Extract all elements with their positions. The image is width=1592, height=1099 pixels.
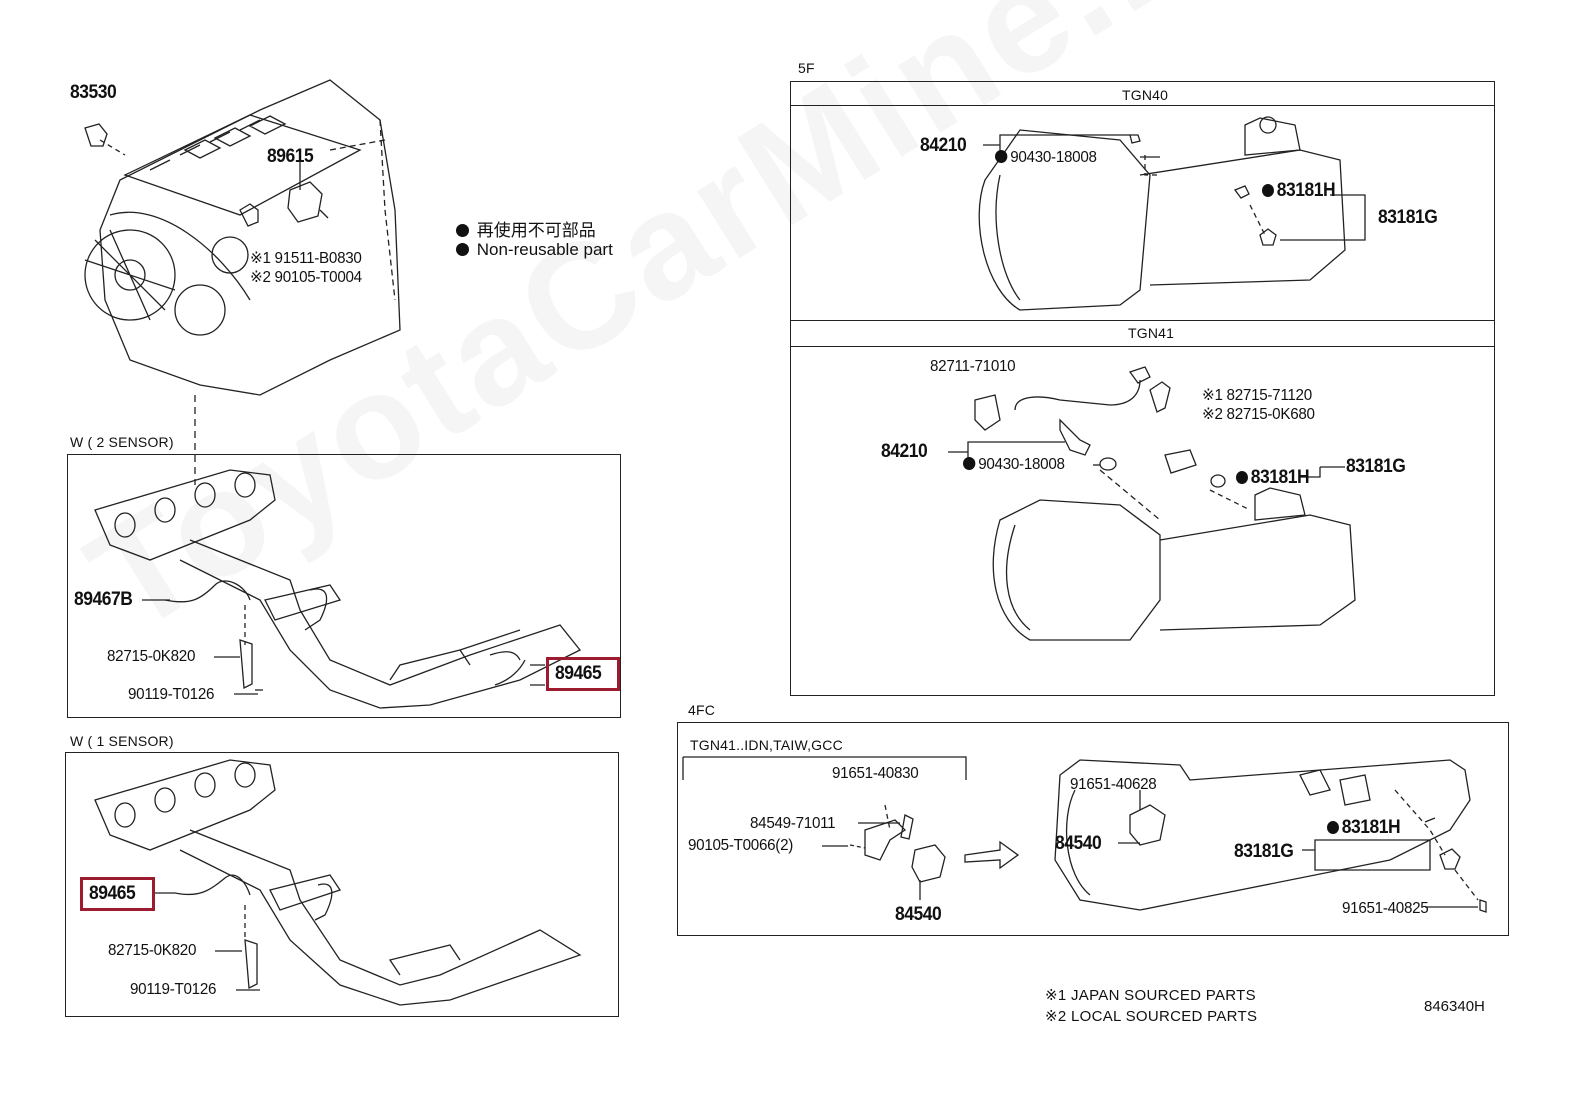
footnote-local-sourced: ※2 LOCAL SOURCED PARTS — [1045, 1008, 1258, 1025]
section-title-tgn40: TGN40 — [1122, 87, 1169, 103]
non-reusable-dot-icon — [995, 150, 1008, 163]
figure-id: 846340H — [1424, 998, 1485, 1015]
part-83181H-label: 83181H — [1341, 817, 1401, 838]
part-91651-40825[interactable]: 91651-40825 — [1342, 900, 1429, 917]
part-84549-71011[interactable]: 84549-71011 — [750, 815, 836, 832]
part-82715-0K680[interactable]: ※2 82715-0K680 — [1202, 406, 1315, 423]
tgn40-transmission-drawing — [978, 116, 1346, 311]
part-83181G[interactable]: 83181G — [1378, 207, 1438, 228]
part-82715-71120[interactable]: ※1 82715-71120 — [1202, 387, 1312, 404]
part-84540[interactable]: 84540 — [1055, 833, 1102, 854]
section-title-w1-sensor: W ( 1 SENSOR) — [70, 733, 174, 749]
w1-sensor-frame — [65, 752, 619, 1017]
part-90119-T0126[interactable]: 90119-T0126 — [130, 981, 217, 998]
part-90119-T0126[interactable]: 90119-T0126 — [128, 686, 215, 703]
section-subtitle-tgn41-idn: TGN41..IDN,TAIW,GCC — [690, 737, 843, 753]
w2-exhaust-drawing — [94, 469, 582, 709]
non-reusable-dot-icon — [456, 243, 469, 256]
5f-frame — [790, 81, 1495, 696]
section-title-tgn41: TGN41 — [1128, 325, 1175, 341]
part-83181H-label: 83181H — [1250, 467, 1310, 488]
part-83181H[interactable]: 83181H — [1262, 180, 1336, 202]
section-title-w2-sensor: W ( 2 SENSOR) — [70, 434, 174, 450]
part-90430-18008[interactable]: 90430-18008 — [995, 149, 1097, 167]
part-84540[interactable]: 84540 — [895, 904, 942, 925]
non-reusable-dot-icon — [456, 224, 469, 237]
section-title-4fc: 4FC — [688, 702, 716, 718]
legend-item-en: Non-reusable part — [456, 240, 613, 260]
section-title-5f: 5F — [798, 60, 815, 76]
non-reusable-dot-icon — [1236, 471, 1248, 484]
part-82715-0K820[interactable]: 82715-0K820 — [107, 648, 196, 665]
part-89465[interactable]: 89465 — [555, 663, 602, 684]
part-90105-T0004[interactable]: ※2 90105-T0004 — [250, 269, 362, 286]
part-89465[interactable]: 89465 — [89, 883, 136, 904]
part-89467B[interactable]: 89467B — [74, 589, 133, 610]
engine-drawing — [84, 79, 401, 485]
tgn40-header-line — [790, 81, 1495, 106]
w1-exhaust-drawing — [94, 759, 582, 1006]
part-82711-71010[interactable]: 82711-71010 — [930, 358, 1016, 375]
part-83181G[interactable]: 83181G — [1234, 841, 1294, 862]
part-83181H[interactable]: 83181H — [1327, 817, 1401, 839]
part-90430-18008[interactable]: 90430-18008 — [963, 456, 1065, 474]
w2-sensor-frame — [67, 454, 621, 718]
tgn41-header-line — [790, 320, 1495, 347]
footnote-japan-sourced: ※1 JAPAN SOURCED PARTS — [1045, 987, 1256, 1004]
highlight-89465 — [546, 657, 620, 691]
part-84210[interactable]: 84210 — [920, 135, 967, 156]
legend-jp-text: 再使用不可部品 — [476, 221, 596, 240]
part-91651-40830[interactable]: 91651-40830 — [832, 765, 919, 782]
part-90430-18008-label: 90430-18008 — [978, 456, 1065, 473]
part-84210[interactable]: 84210 — [881, 441, 928, 462]
non-reusable-dot-icon — [1327, 821, 1339, 834]
part-91511-B0830[interactable]: ※1 91511-B0830 — [250, 250, 362, 267]
4fc-frame — [677, 722, 1509, 936]
part-90105-T0066[interactable]: 90105-T0066(2) — [688, 837, 794, 854]
part-90430-18008-label: 90430-18008 — [1010, 149, 1097, 166]
highlight-89465 — [80, 877, 155, 911]
part-83181G[interactable]: 83181G — [1346, 456, 1406, 477]
part-83530[interactable]: 83530 — [70, 82, 117, 103]
non-reusable-dot-icon — [1262, 184, 1274, 197]
tgn41-transmission-drawing — [974, 366, 1356, 641]
part-89615[interactable]: 89615 — [267, 146, 314, 167]
part-82715-0K820[interactable]: 82715-0K820 — [108, 942, 197, 959]
non-reusable-dot-icon — [963, 457, 976, 470]
4fc-parts-drawing — [849, 759, 1487, 913]
legend-en-text: Non-reusable part — [476, 240, 613, 259]
legend-item-jp: 再使用不可部品 — [456, 216, 596, 241]
part-83181H-label: 83181H — [1276, 180, 1336, 201]
part-91651-40628[interactable]: 91651-40628 — [1070, 776, 1157, 793]
part-83181H[interactable]: 83181H — [1236, 467, 1310, 489]
